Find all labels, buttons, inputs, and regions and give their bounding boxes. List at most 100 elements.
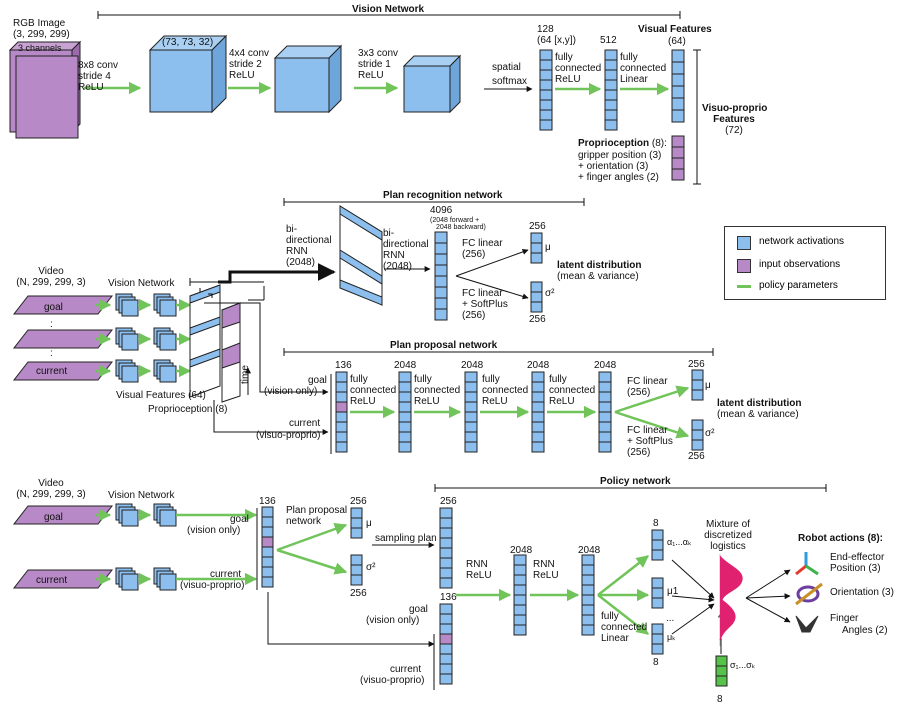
plan-prop-sigma-vector-cell: [691, 419, 704, 431]
plan-prop-fc1-vector-cell: [398, 391, 412, 403]
fc1-line1: fully: [555, 52, 573, 63]
proprio-vector-cell: [671, 146, 685, 159]
policy-rnn1-vector-cell: [513, 564, 527, 576]
fc1-vector-cell: [539, 79, 553, 91]
policy-input-vector-cell: [261, 516, 274, 528]
rnn2-line3: RNN: [383, 250, 405, 261]
policy-current-label-2: (visuo-proprio): [180, 580, 245, 591]
policy-rnn1-vector-cell: [513, 574, 527, 586]
plan-prop-fc-sigma-1: FC linear: [627, 425, 668, 436]
plan-prop-fc1-vector-cell: [398, 371, 412, 383]
plan-rec-latent-sub: (mean & variance): [557, 271, 639, 282]
conv1-shape: (73, 73, 32): [162, 37, 214, 48]
plan-prop-fc1-vector-cell: [398, 431, 412, 443]
rnn1-line4: (2048): [286, 257, 315, 268]
legend-policy-label: policy parameters: [759, 280, 838, 291]
fc1-vector-cell: [539, 89, 553, 101]
fc1-vector-cell: [539, 49, 553, 61]
plan-prop-fc3-vector-cell: [531, 371, 545, 383]
plan-prop-fc1-vector-cell: [398, 401, 412, 413]
plan-prop-fc3-vector-cell: [531, 391, 545, 403]
plan-prop-fc4-vector-cell: [598, 421, 612, 433]
policy-rnn2-vector-cell: [581, 554, 595, 566]
video1-current-frame: [12, 361, 114, 381]
visuo-proprio-size: (72): [725, 125, 743, 136]
plan-rec-mu-vector-cell: [530, 242, 543, 254]
video1-shape: (N, 299, 299, 3): [16, 277, 86, 288]
policy-current-frame: [12, 569, 114, 589]
policy-current-stack-b: [159, 573, 177, 591]
proprio-item-1: gripper position (3): [578, 150, 662, 161]
plan-prop-fc4-1: fully: [549, 374, 567, 385]
policy-rnn2-vector-cell: [581, 584, 595, 596]
plan-prop-fc1-2: connected: [350, 385, 397, 396]
policy-plan-vector-cell: [439, 557, 453, 569]
policy-goal2-1: goal: [409, 604, 428, 615]
dots-label: ...: [666, 613, 675, 624]
visual-features-title: Visual Features: [638, 24, 712, 35]
plan-prop-136: 136: [335, 360, 352, 371]
video1-mid-frame: [12, 329, 114, 349]
observation-swatch: [737, 259, 751, 273]
alpha-label: α₁...αₖ: [667, 537, 692, 547]
plan-prop-goal-1: goal: [308, 375, 327, 386]
plan-rec-4096-sub-1: (2048 forward +: [430, 217, 480, 224]
mixture-line3: logistics: [710, 541, 746, 552]
mu1-vector-cell: [651, 597, 664, 609]
conv3-line3: ReLU: [358, 70, 384, 81]
rnn1-line3: RNN: [286, 246, 308, 257]
conv2-line2: stride 2: [229, 59, 262, 70]
plan-prop-256-bottom: 256: [688, 451, 705, 462]
policy-goal-label-2: (vision only): [187, 525, 241, 536]
plan-prop-fc2-vector-cell: [464, 441, 478, 453]
policy-plan-vector-cell: [439, 527, 453, 539]
video1-dots-2: :: [50, 348, 53, 359]
policy-rnn2-vector-cell: [581, 604, 595, 616]
policy-goal: goal: [44, 512, 63, 523]
plan-rec-sigma-vector-cell: [530, 301, 543, 313]
muk-vector-cell: [651, 643, 664, 655]
mixture-line1: Mixture of: [706, 519, 750, 530]
policy-sigma-vector-cell: [350, 554, 363, 566]
policy-input-vector-cell: [261, 526, 274, 538]
plan-proposal-title: Plan proposal network: [390, 340, 498, 351]
plan-prop-fc4-3: ReLU: [549, 396, 575, 407]
plan-rec-256-top: 256: [529, 221, 546, 232]
policy-to-mu-arrow: [276, 522, 348, 552]
visual-features-vector-cell: [671, 49, 685, 63]
rnn-stripe-2: [339, 249, 383, 285]
policy-obs-vector-cell: [439, 633, 453, 645]
policy-2048-2: 2048: [578, 545, 601, 556]
fc2-size: 512: [600, 35, 617, 46]
policy-fc-1: fully: [601, 611, 619, 622]
seq-proprio-1: [221, 302, 241, 329]
plan-prop-fc-mu-2: (256): [627, 387, 651, 398]
rgb-image-shape: (3, 299, 299): [13, 29, 70, 40]
policy-plan-vector-cell: [439, 547, 453, 559]
visual-to-rnn-arrow: [218, 263, 336, 284]
mixture-curve: [719, 555, 743, 641]
plan-prop-fc2-vector-cell: [464, 391, 478, 403]
policy-plan-vector-cell: [439, 577, 453, 589]
plan-prop-current-2: (visuo-proprio): [256, 430, 321, 441]
plan-prop-fc1-vector-cell: [398, 421, 412, 433]
plan-rec-4096-vector-cell: [434, 231, 448, 244]
plan-prop-fc1-3: ReLU: [350, 396, 376, 407]
policy-obs-vector-cell: [439, 653, 453, 665]
policy-rnn2-vector-cell: [581, 594, 595, 606]
fc2-vector-cell: [604, 49, 618, 61]
plan-prop-fc-sigma-2: + SoftPlus: [627, 436, 673, 447]
policy-obs-vector-cell: [439, 643, 453, 655]
plan-prop-fc4-vector-cell: [598, 411, 612, 423]
fc2-line1: fully: [620, 52, 638, 63]
policy-sigma-vector-cell: [350, 564, 363, 576]
seq-stripe-1: [189, 284, 221, 304]
plan-rec-fc-sigma-1: FC linear: [462, 288, 503, 299]
plan-rec-4096-vector-cell: [434, 275, 448, 288]
conv1-line2: stride 4: [78, 71, 111, 82]
orientation-axis-icon: [795, 582, 823, 606]
plan-prop-fc4-vector-cell: [598, 371, 612, 383]
rnn1-line1: bi-: [286, 224, 298, 235]
rnn2-label-2: ReLU: [533, 570, 559, 581]
